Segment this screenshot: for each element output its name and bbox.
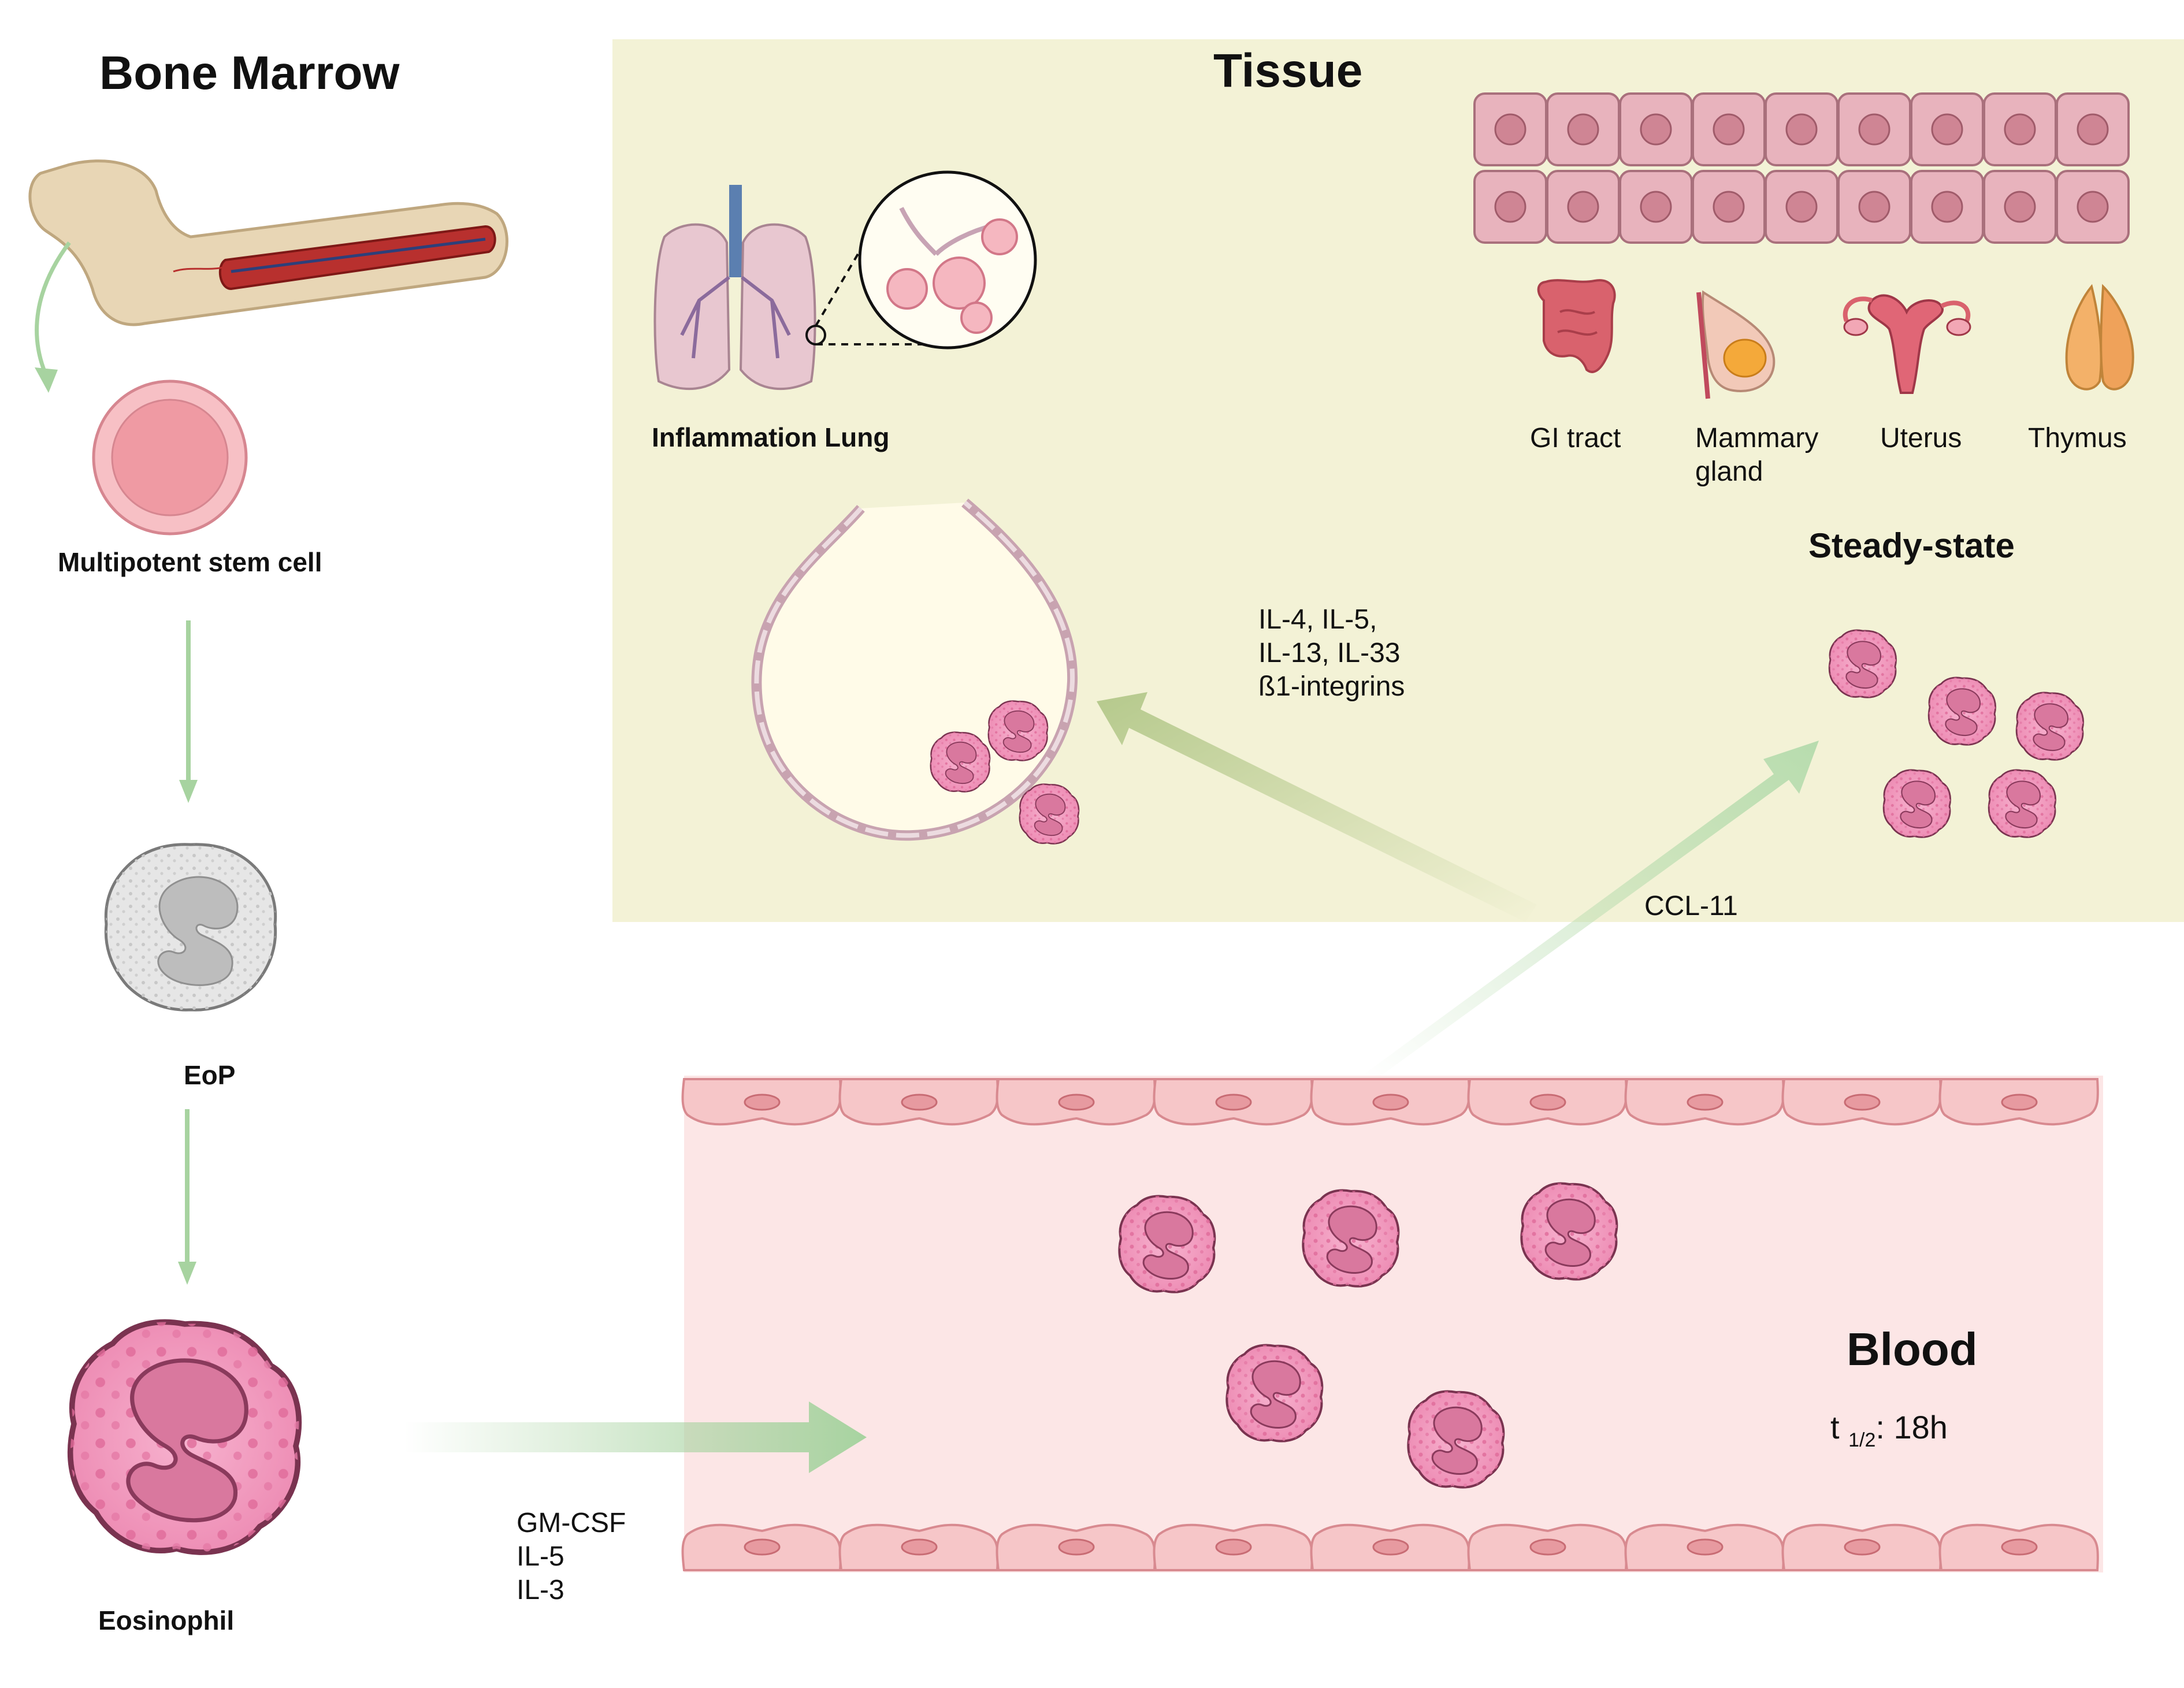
gi-tract-icon [1537, 279, 1616, 373]
differentiation-arrow [179, 620, 198, 803]
organ-label-uterus: Uterus [1880, 423, 1962, 453]
steady-state-eosinophil [2015, 691, 2084, 761]
steady-state-eosinophil [1828, 629, 1897, 698]
inflammation-lung-label: Inflammation Lung [652, 422, 890, 452]
inflammation-signal-1: IL-4, IL-5, [1258, 604, 1377, 635]
inflammation-signal-2: IL-13, IL-33 [1258, 638, 1401, 668]
organ-label-gi-tract: GI tract [1530, 423, 1621, 453]
bone-icon [28, 159, 508, 326]
blood-eosinophil [1520, 1182, 1618, 1281]
uterus-icon [1843, 294, 1971, 394]
blood-eosinophil [1225, 1344, 1324, 1442]
endothelium-bottom [681, 1523, 2099, 1571]
blood-vessel [684, 1076, 2103, 1572]
thymus-icon [2065, 284, 2134, 391]
alveolus-vessel [751, 499, 1078, 841]
lung-eosinophil [987, 700, 1049, 761]
organ-label-thymus: Thymus [2028, 423, 2127, 453]
blood-eosinophil [1407, 1390, 1505, 1489]
blood-title: Blood [1847, 1323, 1978, 1375]
stem-cell-icon [92, 380, 248, 536]
eosinophil-icon [70, 1322, 299, 1552]
half-life-value: : 18h [1875, 1409, 1948, 1445]
blood-eosinophil [1302, 1189, 1400, 1288]
steady-state-label: Steady-state [1808, 526, 2015, 565]
differentiation-arrow [178, 1109, 196, 1285]
release-signal-3: IL-3 [517, 1575, 564, 1605]
steady-state-eosinophil [1927, 676, 1996, 746]
mammary-gland-icon [1696, 290, 1776, 399]
steady-state-eosinophil [1882, 769, 1951, 838]
half-life-label: t 1/2: 18h [1830, 1408, 1948, 1451]
steady-state-eosinophil [1988, 769, 2056, 838]
half-life-subscript: 1/2 [1848, 1429, 1876, 1451]
tissue-title: Tissue [1213, 44, 1363, 97]
release-signal-1: GM-CSF [517, 1508, 626, 1538]
stage-label-eosinophil: Eosinophil [98, 1605, 235, 1635]
inflammation-migration-arrow [1097, 692, 1537, 922]
bone-marrow-arrow-head [35, 367, 58, 393]
lung-icon [653, 170, 1037, 391]
stage-label-eop: EoP [184, 1060, 236, 1090]
lung-eosinophil [1019, 783, 1080, 845]
inflammation-signal-3: ß1-integrins [1258, 671, 1405, 702]
organ-label-mammary: Mammary [1695, 423, 1819, 453]
bone-marrow-title: Bone Marrow [99, 47, 400, 99]
half-life-t: t [1830, 1409, 1840, 1445]
release-signal-2: IL-5 [517, 1541, 564, 1572]
steady-signal-label: CCL-11 [1644, 891, 1738, 921]
eop-cell-icon [104, 843, 277, 1012]
epithelium-layer [1473, 92, 2130, 244]
bone-marrow-arrow [35, 241, 71, 377]
lung-eosinophil [930, 731, 991, 793]
release-arrow [404, 1401, 867, 1473]
stage-label-stem-cell: Multipotent stem cell [58, 547, 322, 577]
steady-state-migration-arrow [1364, 741, 1819, 1076]
endothelium-top [681, 1078, 2099, 1126]
blood-eosinophil [1118, 1195, 1216, 1293]
organ-label-mammary-gland: gland [1695, 456, 1763, 487]
